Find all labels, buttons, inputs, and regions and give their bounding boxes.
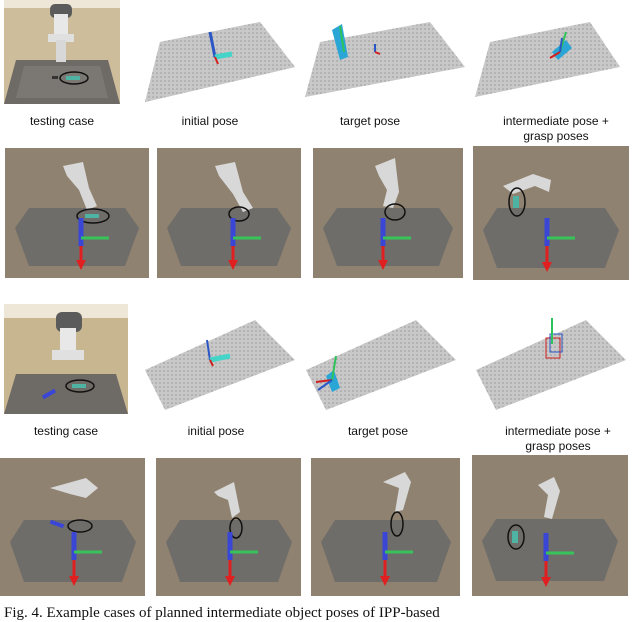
point-cloud-intermediate-2 [466, 310, 638, 420]
point-cloud-target-2 [296, 310, 466, 420]
label-testing-case-1: testing case [29, 114, 95, 128]
sim-view-4 [473, 146, 629, 280]
label-initial-pose-1: initial pose [181, 114, 239, 128]
point-cloud-target-1 [300, 12, 470, 102]
label-grasp-poses-2: grasp poses [525, 439, 591, 453]
point-cloud-intermediate-1 [470, 12, 640, 102]
label-testing-case-2: testing case [33, 424, 99, 438]
label-target-pose-1: target pose [339, 114, 401, 128]
sim-view-8 [472, 455, 628, 596]
label-intermediate-pose-1: intermediate pose + [503, 114, 609, 128]
sim-view-5 [0, 458, 145, 596]
sim-view-7 [311, 458, 460, 596]
sim-view-6 [156, 458, 301, 596]
point-cloud-initial-2 [135, 310, 300, 420]
sim-view-3 [313, 148, 463, 278]
figure-caption: Fig. 4. Example cases of planned interme… [4, 605, 440, 621]
sim-view-2 [157, 148, 301, 278]
label-grasp-poses-1: grasp poses [523, 129, 589, 143]
label-intermediate-pose-2: intermediate pose + [505, 424, 611, 438]
testing-case-image-2 [4, 304, 128, 414]
sim-view-1 [5, 148, 149, 278]
label-initial-pose-2: initial pose [187, 424, 245, 438]
testing-case-image-1 [4, 0, 120, 104]
point-cloud-initial-1 [140, 12, 300, 102]
label-target-pose-2: target pose [347, 424, 409, 438]
